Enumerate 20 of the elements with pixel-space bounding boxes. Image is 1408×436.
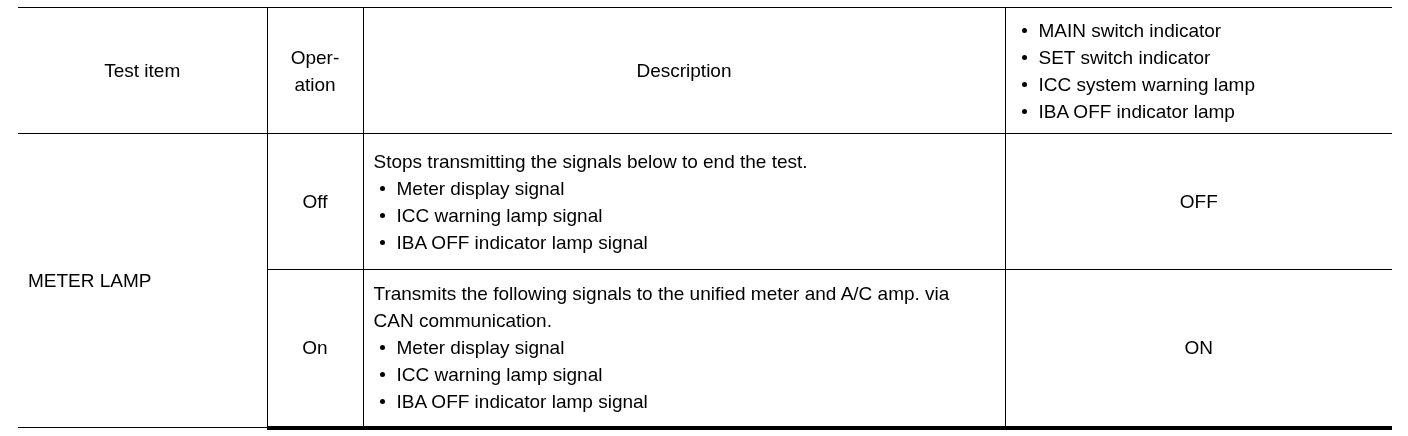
- cell-text: On: [302, 337, 328, 359]
- list-item-text: MAIN switch indicator: [1038, 18, 1222, 43]
- cell-text: Off: [302, 191, 328, 212]
- cell-text: Transmits the following signals to the unified meter and A/C amp. via CAN communication.: [373, 282, 951, 334]
- list-item-text: ICC system warning lamp: [1038, 72, 1255, 97]
- cell-text: ON: [1184, 337, 1213, 359]
- list-item-text: IBA OFF indicator lamp signal: [396, 230, 648, 255]
- cell-text: Stops transmitting the signals below to end the test.: [373, 149, 809, 174]
- header-text: Test item: [104, 60, 181, 81]
- list-item-text: Meter display signal: [396, 336, 565, 361]
- list-item-text: IBA OFF indicator lamp: [1038, 99, 1235, 124]
- list-item-text: SET switch indicator: [1038, 45, 1211, 70]
- list-item-text: Meter display signal: [396, 176, 565, 201]
- list-item-text: IBA OFF indicator lamp signal: [396, 390, 648, 415]
- cell-text: METER LAMP: [28, 270, 152, 291]
- cell-text: OFF: [1179, 191, 1218, 212]
- list-item-text: ICC warning lamp signal: [396, 363, 603, 388]
- header-text: Oper- ation: [289, 45, 341, 97]
- list-item-text: ICC warning lamp signal: [396, 203, 603, 228]
- header-text: Description: [636, 60, 732, 81]
